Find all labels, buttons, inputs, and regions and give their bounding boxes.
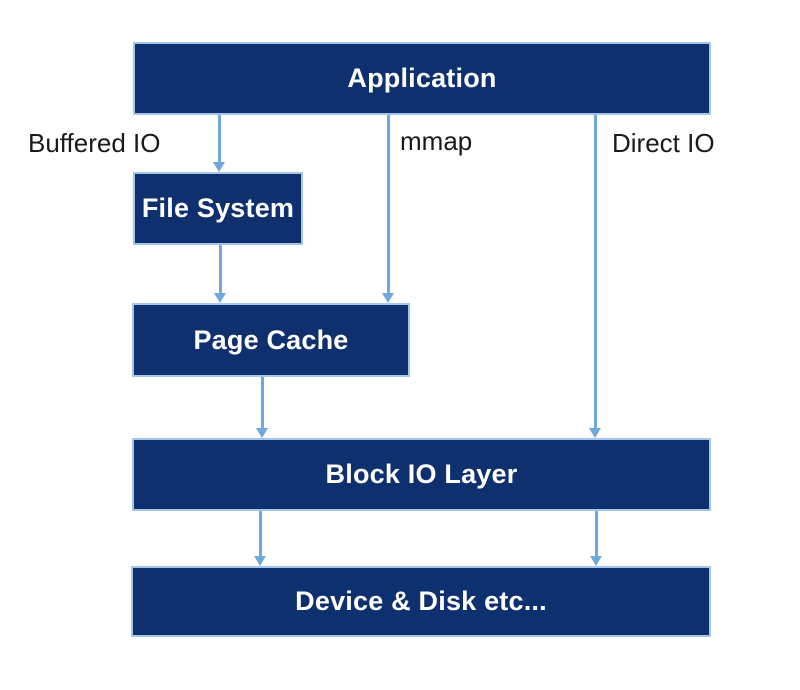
node-block-io-layer: Block IO Layer [132, 438, 711, 511]
node-application-label: Application [347, 63, 497, 93]
arrow-application-to-page-cache [382, 115, 394, 303]
arrow-block-io-layer-to-device-right [590, 511, 602, 566]
arrow-stem [594, 511, 598, 557]
arrow-stem [258, 511, 262, 557]
arrow-head-icon [254, 556, 266, 566]
arrow-block-io-layer-to-device-left [254, 511, 266, 566]
node-page-cache-label: Page Cache [193, 324, 349, 355]
arrow-head-icon [213, 162, 225, 172]
arrow-head-icon [382, 293, 394, 303]
node-file-system: File System [133, 172, 303, 245]
arrow-stem [593, 115, 597, 429]
arrow-head-icon [589, 428, 601, 438]
arrow-stem [386, 115, 390, 294]
node-device-disk-label: Device & Disk etc... [295, 586, 547, 616]
edge-label-mmap: mmap [400, 126, 473, 156]
node-application: Application [133, 42, 711, 115]
arrow-stem [217, 115, 221, 163]
edge-label-buffered-io: Buffered IO [28, 128, 161, 158]
arrow-head-icon [590, 556, 602, 566]
edge-label-direct-io: Direct IO [612, 128, 715, 158]
node-block-io-layer-label: Block IO Layer [325, 459, 518, 489]
arrow-stem [218, 245, 222, 294]
arrow-page-cache-to-block-io-layer [256, 377, 268, 438]
arrow-application-to-block-io-layer [589, 115, 601, 438]
arrow-application-to-file-system [213, 115, 225, 172]
arrow-head-icon [256, 428, 268, 438]
node-page-cache: Page Cache [132, 303, 410, 377]
arrow-stem [260, 377, 264, 429]
arrow-file-system-to-page-cache [214, 245, 226, 303]
node-file-system-label: File System [141, 193, 295, 223]
arrow-head-icon [214, 293, 226, 303]
node-device-disk: Device & Disk etc... [131, 566, 711, 637]
